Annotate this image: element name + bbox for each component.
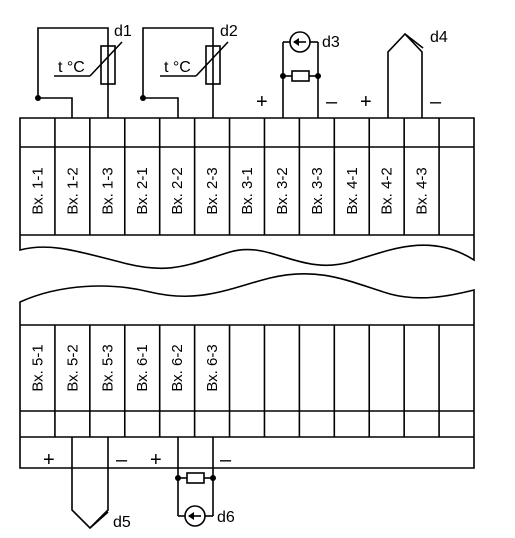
terminal-label: Вх. 6-3 [204,344,221,391]
terminal-label: Вх. 1-2 [64,167,81,214]
terminal-label: Вх. 2-2 [169,167,186,214]
terminal-label: Вх. 6-1 [134,344,151,391]
terminal-label: Вх. 3-1 [239,167,256,214]
terminal-label: Вх. 4-3 [414,167,431,214]
sensor-d3-current-source: d3 + – [256,31,340,118]
sensor-d2-thermistor: t °C d2 [140,23,238,118]
terminal-label: Вх. 6-2 [169,344,186,391]
sensor-d1-temp-label: t °C [58,59,85,76]
sensor-d4-plus-sign: + [360,91,372,113]
terminal-label: Вх. 2-1 [134,167,151,214]
terminal-label: Вх. 4-1 [344,167,361,214]
terminal-label: Вх. 5-3 [99,344,116,391]
sensor-d3-plus-sign: + [256,91,268,113]
top-terminal-labels: Вх. 1-1 Вх. 1-2 Вх. 1-3 Вх. 2-1 Вх. 2-2 Вх. 2… [29,167,430,214]
sensor-d2-label: d2 [220,23,238,40]
terminal-label: Вх. 1-3 [99,167,116,214]
sensor-d1-thermistor: t °C d1 [35,23,132,118]
sensor-d5-plus-sign: + [43,449,55,471]
sensor-d1-label: d1 [114,23,132,40]
terminal-label: Вх. 5-1 [29,344,46,391]
bottom-terminal-block: Вх. 5-1 Вх. 5-2 Вх. 5-3 Вх. 6-1 Вх. 6-2 Вх. 6… [19,272,475,469]
terminal-label: Вх. 3-2 [274,167,291,214]
terminal-label: Вх. 3-3 [309,167,326,214]
terminal-label: Вх. 5-2 [64,344,81,391]
sensor-d5-label: d5 [113,514,131,531]
terminal-label: Вх. 4-2 [379,167,396,214]
sensor-d4-label: d4 [430,29,448,46]
sensor-d6-minus-sign: – [220,449,232,471]
sensor-d6-plus-sign: + [150,449,162,471]
sensor-d3-minus-sign: – [326,91,338,113]
sensor-d5-minus-sign: – [116,449,128,471]
bottom-terminal-labels: Вх. 5-1 Вх. 5-2 Вх. 5-3 Вх. 6-1 Вх. 6-2 Вх. 6… [29,344,221,391]
terminal-label: Вх. 1-1 [29,167,46,214]
sensor-d2-temp-label: t °C [164,59,191,76]
sensor-d6-current-source: d6 + – [150,437,235,527]
terminal-label: Вх. 2-3 [204,167,221,214]
sensor-d3-label: d3 [322,34,340,51]
sensor-d6-label: d6 [217,509,235,526]
sensor-d5-thermocouple: d5 + – [43,437,131,531]
sensor-d4-thermocouple: d4 + – [360,29,448,118]
top-terminal-block: Вх. 1-1 Вх. 1-2 Вх. 1-3 Вх. 2-1 Вх. 2-2 Вх. 2… [19,117,475,270]
sensor-d4-minus-sign: – [430,91,442,113]
